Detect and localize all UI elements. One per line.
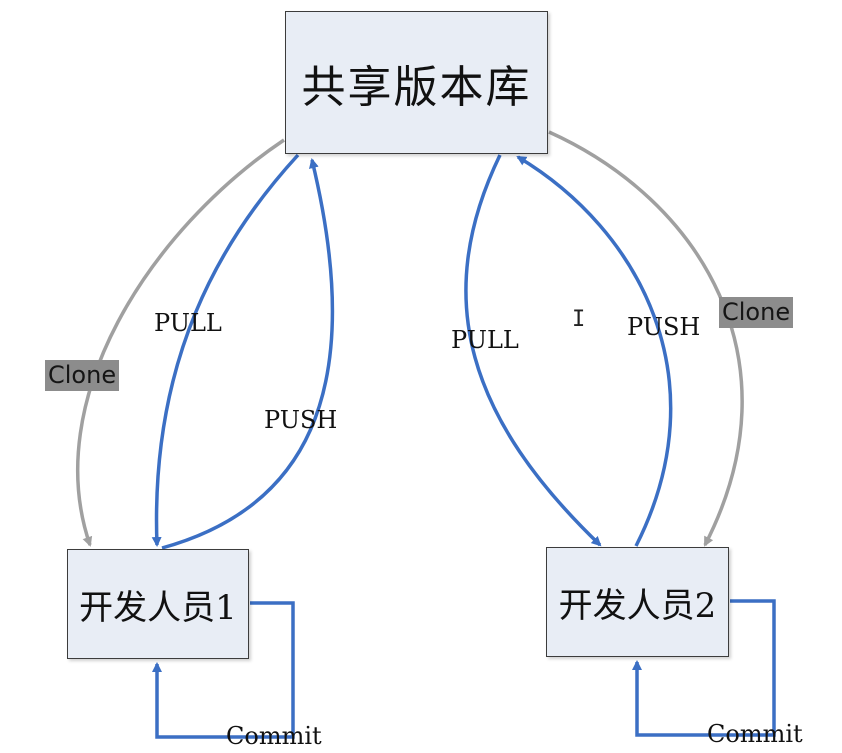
commit-label-left: Commit	[226, 722, 322, 750]
developer-1-node: 开发人员1	[67, 549, 249, 659]
commit-loop-right	[632, 599, 776, 737]
push-arrow-left	[161, 158, 335, 550]
clone-arrow-left	[75, 138, 285, 547]
developer-2-node: 开发人员2	[546, 547, 729, 657]
push-arrow-right	[516, 155, 673, 547]
commit-label-right: Commit	[707, 720, 803, 748]
push-label-left: PUSH	[264, 406, 338, 434]
commit-loop-left	[152, 601, 295, 739]
pull-arrow-left	[151, 153, 300, 547]
pull-label-right: PULL	[451, 326, 519, 354]
text-cursor-icon: I	[572, 307, 586, 332]
clone-label-right: Clone	[719, 297, 794, 328]
pull-label-left: PULL	[154, 309, 222, 337]
push-label-right: PUSH	[627, 313, 701, 341]
clone-label-left: Clone	[45, 360, 120, 391]
clone-arrow-right	[548, 130, 744, 547]
shared-repository-node: 共享版本库	[285, 11, 548, 154]
pull-arrow-right	[464, 154, 602, 547]
